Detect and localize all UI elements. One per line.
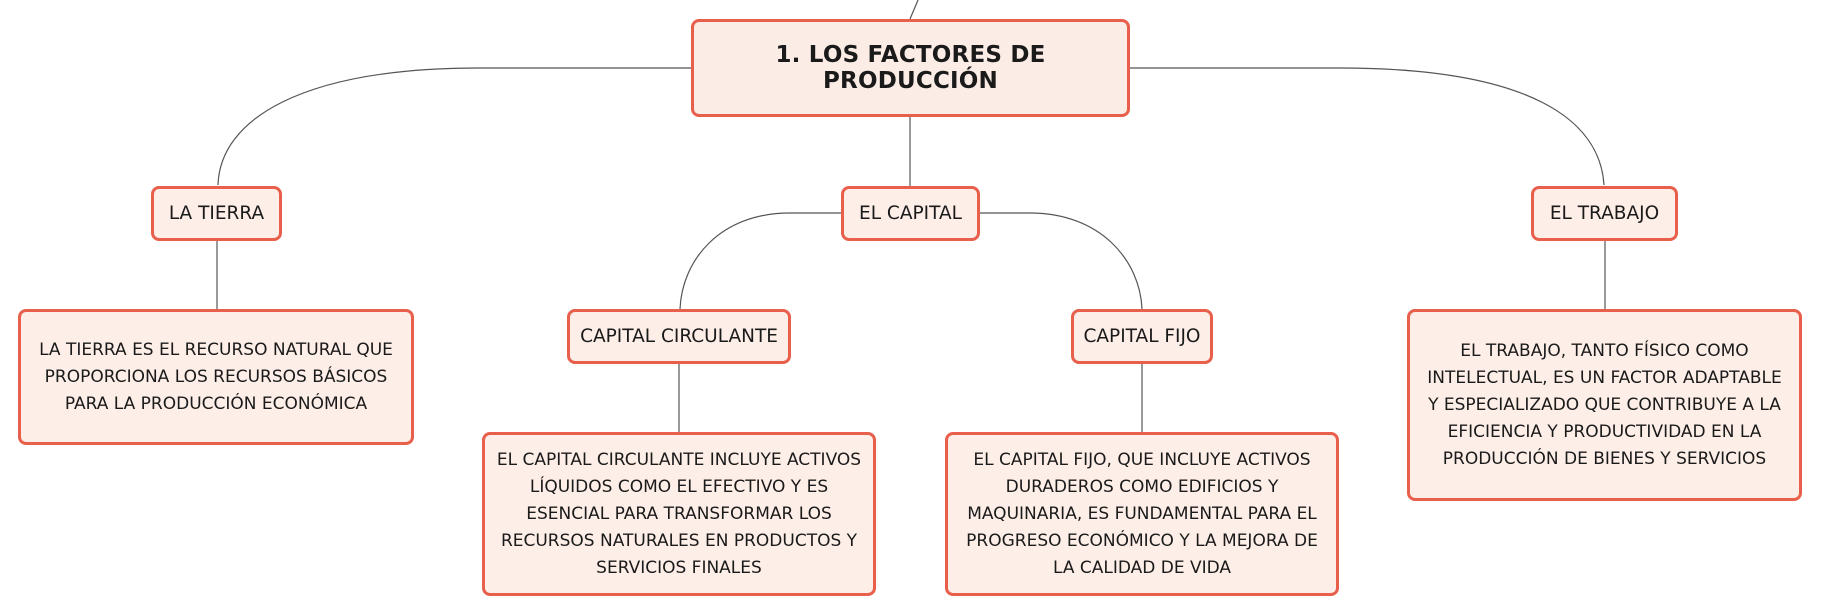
node-el-capital-label: EL CAPITAL [859,203,962,224]
root-topic-node[interactable]: 1. LOS FACTORES DE PRODUCCIÓN [691,19,1130,117]
connector-root-tierra [217,67,691,186]
desc-la-tierra-text: LA TIERRA ES EL RECURSO NATURAL QUE PROP… [39,339,393,414]
desc-capital-circulante-text: EL CAPITAL CIRCULANTE INCLUYE ACTIVOS LÍ… [496,449,862,578]
desc-capital-fijo[interactable]: EL CAPITAL FIJO, QUE INCLUYE ACTIVOS DUR… [945,432,1339,596]
desc-el-trabajo-text: EL TRABAJO, TANTO FÍSICO COMO INTELECTUA… [1427,340,1782,469]
node-capital-fijo-label: CAPITAL FIJO [1083,326,1201,347]
node-la-tierra-label: LA TIERRA [168,203,265,224]
node-el-trabajo-label: EL TRABAJO [1549,203,1660,224]
connector-from-parent [909,0,919,20]
node-capital-fijo[interactable]: CAPITAL FIJO [1071,309,1213,364]
desc-el-trabajo[interactable]: EL TRABAJO, TANTO FÍSICO COMO INTELECTUA… [1407,309,1802,501]
connector-capital-fijo [980,212,1143,310]
connector-root-trabajo [1130,67,1605,186]
connector-capital-circulante [679,212,841,310]
node-el-capital[interactable]: EL CAPITAL [841,186,980,241]
node-capital-circulante[interactable]: CAPITAL CIRCULANTE [567,309,791,364]
node-capital-circulante-label: CAPITAL CIRCULANTE [580,326,778,347]
desc-capital-fijo-text: EL CAPITAL FIJO, QUE INCLUYE ACTIVOS DUR… [966,449,1318,578]
node-la-tierra[interactable]: LA TIERRA [151,186,282,241]
node-el-trabajo[interactable]: EL TRABAJO [1531,186,1678,241]
desc-capital-circulante[interactable]: EL CAPITAL CIRCULANTE INCLUYE ACTIVOS LÍ… [482,432,876,596]
root-topic-label: 1. LOS FACTORES DE PRODUCCIÓN [775,42,1046,94]
desc-la-tierra[interactable]: LA TIERRA ES EL RECURSO NATURAL QUE PROP… [18,309,414,445]
